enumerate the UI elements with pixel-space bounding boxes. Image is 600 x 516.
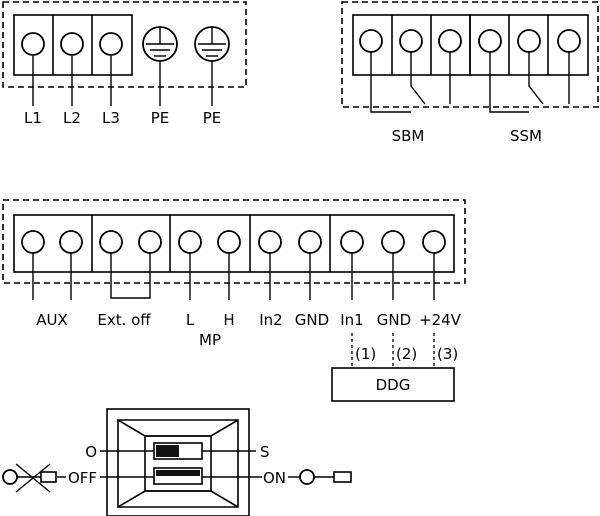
terminal-sbm-1 [359, 29, 383, 53]
dip-slider-top [156, 445, 179, 457]
terminal-ext-off-1 [99, 230, 123, 254]
sensor-pin-2: (2) [396, 345, 417, 363]
control-terminal-strip [13, 214, 455, 273]
control-terminal-block: AUX Ext. off L H In2 GND In1 GND +24V MP [2, 199, 466, 349]
contact-plug [40, 471, 57, 483]
terminal-gnd-2 [381, 230, 405, 254]
terminal-ssm-1 [478, 29, 502, 53]
power-terminal-strip [13, 14, 133, 76]
sbm-switch-arm [410, 52, 426, 105]
terminal-in2 [258, 230, 282, 254]
ground-terminal-pe1 [142, 26, 178, 62]
sensor-pin-3: (3) [437, 345, 458, 363]
terminal-in1 [340, 230, 364, 254]
label-ssm: SSM [510, 127, 542, 145]
pressure-sensor: (1) (2) (3) DDG [331, 333, 458, 402]
dip-label-on: ON [263, 469, 286, 487]
ssm-switch-arm [528, 52, 544, 105]
terminal-mp-l [178, 230, 202, 254]
contact-circle [2, 469, 18, 485]
terminal-l3 [99, 32, 123, 56]
label-pe1: PE [151, 109, 170, 127]
contact-closed-icon [288, 469, 352, 485]
terminal-ext-off-2 [138, 230, 162, 254]
terminal-ssm-3 [557, 29, 581, 53]
label-in1: In1 [340, 311, 363, 329]
label-aux: AUX [36, 311, 68, 329]
label-ext-off: Ext. off [97, 311, 151, 329]
dip-switch-window [144, 435, 212, 492]
dip-switch-recess [117, 419, 239, 508]
ssm-contact-wire [489, 52, 529, 113]
dip-label-off: OFF [68, 469, 97, 487]
terminal-sbm-2 [399, 29, 423, 53]
terminal-l2 [60, 32, 84, 56]
label-mp-l: L [186, 311, 195, 329]
label-gnd-2: GND [377, 311, 411, 329]
sensor-label: DDG [376, 376, 411, 394]
control-block-frame [2, 199, 466, 284]
contact-plug [333, 471, 352, 483]
terminal-24v [422, 230, 446, 254]
terminal-aux-1 [21, 230, 45, 254]
sbm-contact-wire [370, 52, 411, 113]
label-in2: In2 [259, 311, 282, 329]
label-mp: MP [199, 331, 221, 349]
relay-terminal-block: SBM SSM [341, 1, 599, 145]
ground-terminal-pe2 [194, 26, 230, 62]
terminal-mp-h [217, 230, 241, 254]
sensor-pin-1: (1) [355, 345, 376, 363]
dip-slider-bottom [156, 470, 200, 476]
dip-label-o: O [85, 443, 97, 461]
label-l2: L2 [63, 109, 81, 127]
ext-off-jumper [110, 253, 151, 299]
contact-circle [299, 469, 315, 485]
contact-open-crossed-icon [2, 463, 66, 493]
dip-label-s: S [260, 443, 270, 461]
dip-slot-bottom [153, 467, 203, 485]
dip-switch-housing [106, 408, 250, 516]
dip-switch: O OFF S ON [2, 408, 352, 516]
terminal-aux-2 [59, 230, 83, 254]
dip-switch-bezel [117, 419, 239, 508]
terminal-gnd-1 [298, 230, 322, 254]
terminal-sbm-3 [438, 29, 462, 53]
label-l3: L3 [102, 109, 120, 127]
terminal-ssm-2 [517, 29, 541, 53]
label-gnd-1: GND [295, 311, 329, 329]
cross-stroke [15, 463, 51, 493]
power-terminal-block: L1 L2 L3 PE PE [2, 1, 247, 127]
label-l1: L1 [24, 109, 42, 127]
sensor-box [331, 367, 455, 402]
label-24v: +24V [419, 311, 462, 329]
label-pe2: PE [203, 109, 222, 127]
terminal-l1 [21, 32, 45, 56]
label-sbm: SBM [392, 127, 425, 145]
power-block-frame [2, 1, 247, 88]
label-mp-h: H [223, 311, 234, 329]
